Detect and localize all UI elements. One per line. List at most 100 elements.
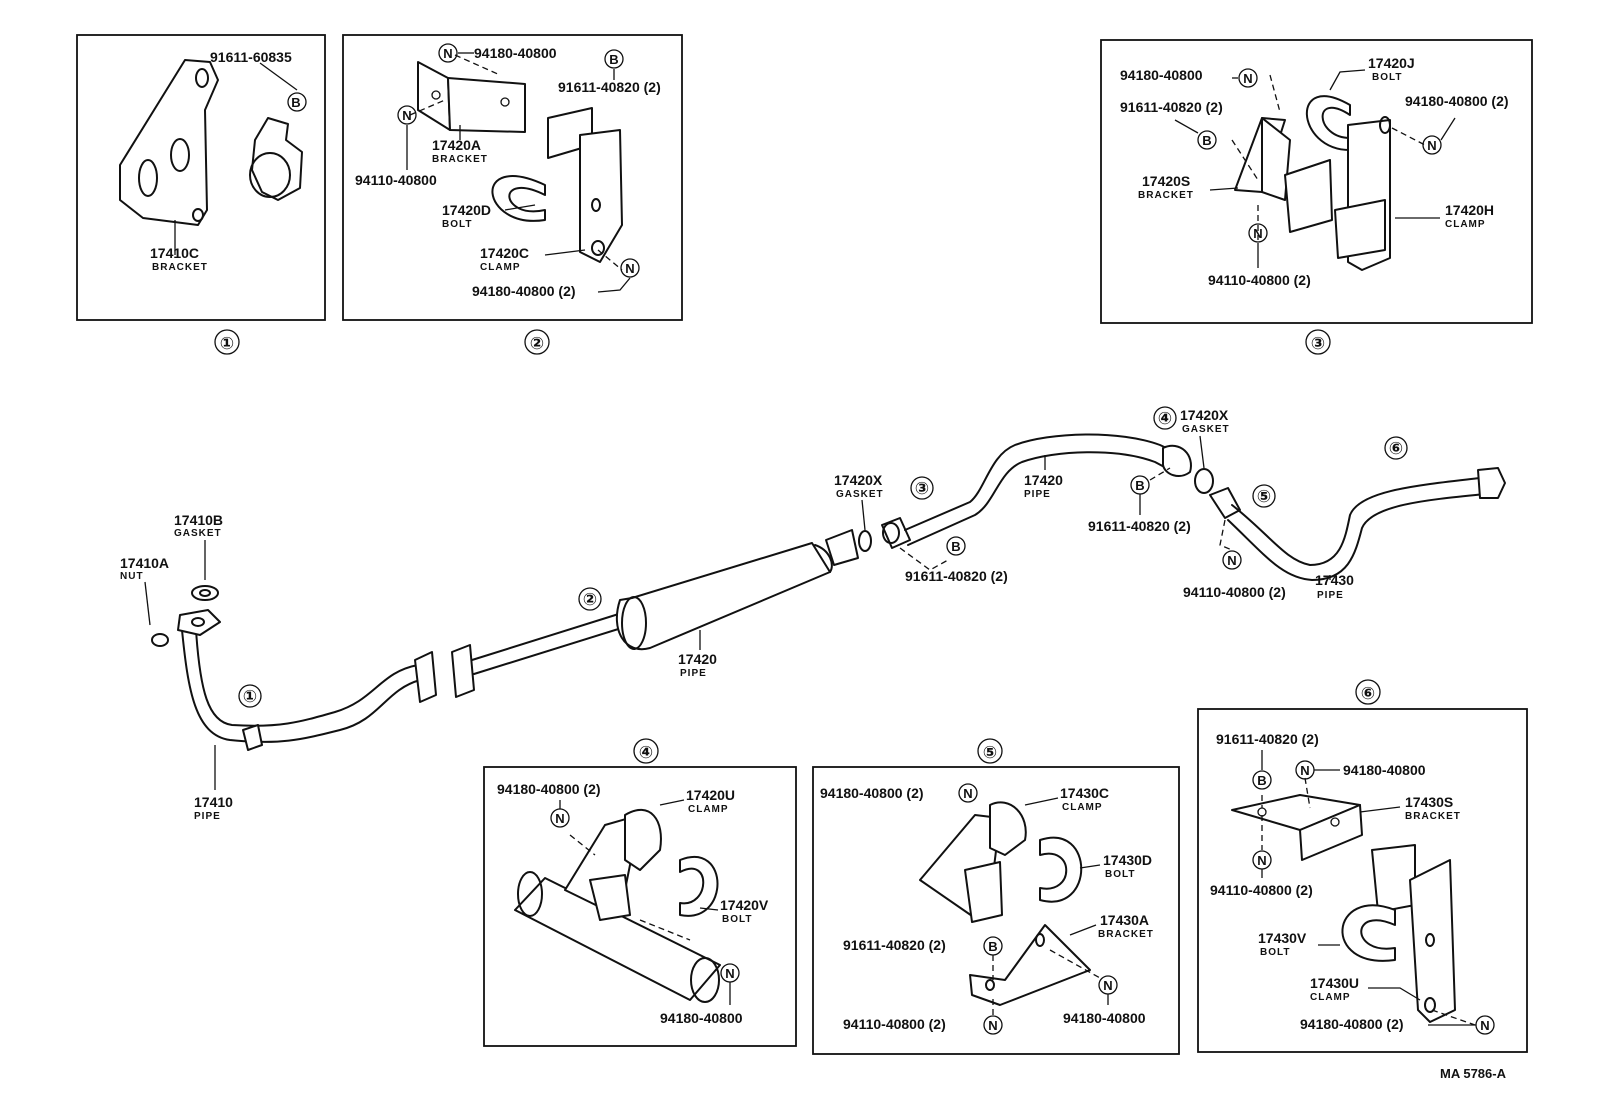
part-label: 17420X [834,472,883,488]
nut-symbol: N [625,261,634,276]
nut-symbol: N [555,811,564,826]
part-label: 91611-40820 (2) [1088,518,1191,534]
part-label: 17420 [678,651,717,667]
part-label: 17410A [120,555,169,571]
bracket-17410c [119,59,219,226]
part-label: 17420D [442,202,491,218]
main-number-2: ② [583,590,597,609]
part-label: 17410C [150,245,199,261]
name-label: CLAMP [1310,992,1351,1003]
part-label: 94110-40800 (2) [843,1016,946,1032]
main-number-1: ① [243,687,257,706]
nut-symbol: N [988,1018,997,1033]
part-label: 17430U [1310,975,1359,991]
part-label: 17410B [174,512,223,528]
bolt-symbol: B [951,539,960,554]
bolt-symbol: B [1257,773,1266,788]
part-label: 94180-40800 [660,1010,743,1026]
name-label: BRACKET [1405,811,1461,822]
name-label: PIPE [680,668,707,679]
u-bolt-17430d [1039,836,1083,903]
name-label: GASKET [836,489,884,500]
inset-number-6: ⑥ [1361,684,1375,703]
part-label: 91611-40820 (2) [558,79,661,95]
name-label: BOLT [442,219,472,230]
name-label: BRACKET [1138,190,1194,201]
name-label: GASKET [174,528,222,539]
part-label: 17420X [1180,407,1229,423]
part-label: 91611-40820 (2) [843,937,946,953]
part-label: 17430D [1103,852,1152,868]
front-pipe-17410 [181,629,421,743]
name-label: CLAMP [1062,802,1103,813]
nut-symbol: N [725,966,734,981]
name-label: NUT [120,571,144,582]
nut-symbol: N [1480,1018,1489,1033]
part-label: 94180-40800 [474,45,557,61]
name-label: BOLT [722,914,752,925]
bolt-symbol: B [291,95,300,110]
inset-number-3: ③ [1311,334,1325,353]
inset-5: ⑤ 94180-40800 (2) N 17430C CLAMP 17430D … [812,738,1180,1055]
u-bolt-17420d [491,175,546,222]
part-label: 94110-40800 (2) [1183,584,1286,600]
part-label: 17430S [1405,794,1453,810]
part-label: 17430C [1060,785,1109,801]
nut-symbol: N [1300,763,1309,778]
u-bolt-17420j [1305,95,1351,151]
inset-2: N 94180-40800 B 91611-40820 (2) N 17420A… [342,34,683,321]
part-label: 94180-40800 (2) [1405,93,1509,109]
part-label: 17430V [1258,930,1307,946]
bracket-17430a [969,924,1091,1006]
part-label: 91611-60835 [210,49,292,65]
drawing-code: MA 5786-A [1440,1066,1507,1081]
inset-4: ④ 94180-40800 (2) N 17420U CLAMP 17420V … [483,738,797,1047]
part-label: 17420V [720,897,769,913]
muffler-17420 [615,542,831,651]
nut-symbol: N [402,108,411,123]
name-label: CLAMP [480,262,521,273]
clamp-ring [251,117,303,201]
part-label: 17420C [480,245,529,261]
nut-symbol: N [1427,138,1436,153]
part-label: 94110-40800 (2) [1210,882,1313,898]
part-label: 94180-40800 (2) [1300,1016,1404,1032]
name-label: PIPE [1317,590,1344,601]
part-label: 17420A [432,137,481,153]
inset-number-1: ① [220,334,234,353]
name-label: BRACKET [152,262,208,273]
part-label: 17410 [194,794,233,810]
main-number-6: ⑥ [1389,439,1403,458]
name-label: BOLT [1260,947,1290,958]
name-label: PIPE [194,811,221,822]
part-label: 94180-40800 (2) [472,283,576,299]
part-label: 94180-40800 (2) [820,785,924,801]
part-label: 94110-40800 [355,172,437,188]
nut-symbol: N [963,786,972,801]
bolt-symbol: B [609,52,618,67]
bolt-symbol: B [1135,478,1144,493]
inset-3: N 94180-40800 91611-40820 (2) B 17420S B… [1100,39,1533,324]
part-label: 94180-40800 [1343,762,1426,778]
name-label: BRACKET [432,154,488,165]
part-label: 91611-40820 (2) [1216,731,1319,747]
part-label: 91611-40820 (2) [1120,99,1223,115]
name-label: BRACKET [1098,929,1154,940]
nut-symbol: N [1243,71,1252,86]
main-exhaust-assembly: 17410B GASKET 17410A NUT ① 17410 PIPE ② … [120,406,1506,822]
part-label: 94180-40800 (2) [497,781,601,797]
inset-number-2: ② [530,334,544,353]
part-label: 17430 [1315,572,1354,588]
name-label: PIPE [1024,489,1051,500]
bolt-symbol: B [1202,133,1211,148]
inset-1: B 91611-60835 17410C BRACKET [76,34,326,321]
inset-6: ⑥ 91611-40820 (2) B N 94180-40800 17430S… [1197,679,1528,1053]
name-label: GASKET [1182,424,1230,435]
bolt-symbol: B [988,939,997,954]
u-bolt-17420v [679,856,719,917]
part-label: 17420U [686,787,735,803]
part-label: 17420S [1142,173,1190,189]
u-bolt-17430v [1341,904,1396,962]
main-number-3: ③ [915,479,929,498]
part-label: 94180-40800 [1063,1010,1146,1026]
